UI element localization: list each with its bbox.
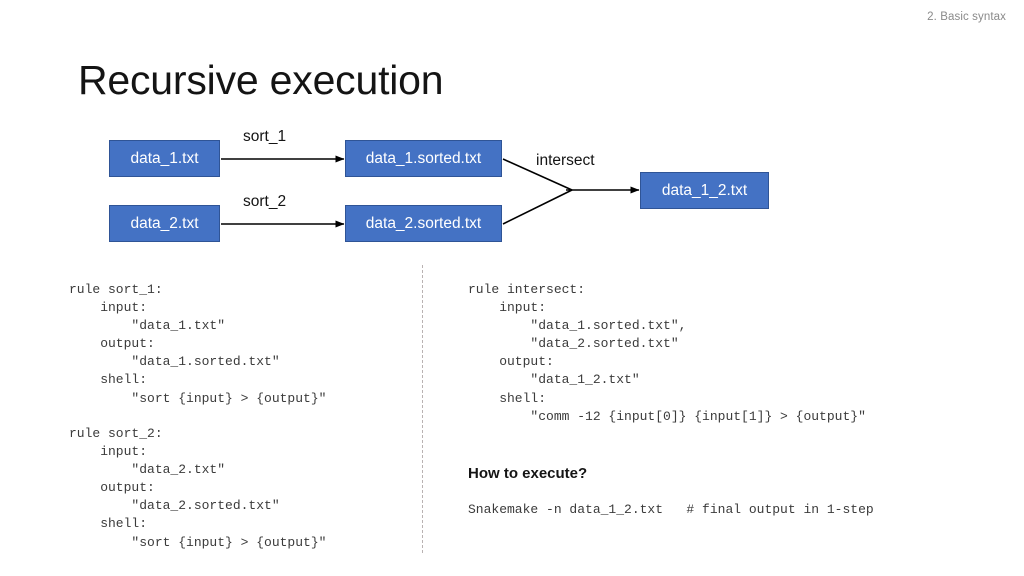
node-data-1: data_1.txt [109, 140, 220, 177]
code-rule-sort-2: rule sort_2: input: "data_2.txt" output:… [69, 426, 327, 550]
code-rule-intersect: rule intersect: input: "data_1.sorted.tx… [468, 282, 866, 424]
edge-label-intersect: intersect [536, 152, 595, 169]
edge-label-sort-2: sort_2 [243, 193, 287, 210]
node-data-1-2: data_1_2.txt [640, 172, 769, 209]
howto-command: Snakemake -n data_1_2.txt # final output… [468, 502, 874, 517]
page-title: Recursive execution [78, 57, 444, 103]
node-data-2: data_2.txt [109, 205, 220, 242]
column-divider [422, 265, 423, 553]
edge-label-sort-1: sort_1 [243, 128, 287, 145]
node-data-1-sorted: data_1.sorted.txt [345, 140, 502, 177]
section-label: 2. Basic syntax [927, 11, 1006, 23]
code-rule-sort-1: rule sort_1: input: "data_1.txt" output:… [69, 282, 327, 406]
howto-heading: How to execute? [468, 465, 588, 482]
workflow-diagram: data_1.txt data_2.txt data_1.sorted.txt … [0, 0, 1024, 260]
node-data-2-sorted: data_2.sorted.txt [345, 205, 502, 242]
